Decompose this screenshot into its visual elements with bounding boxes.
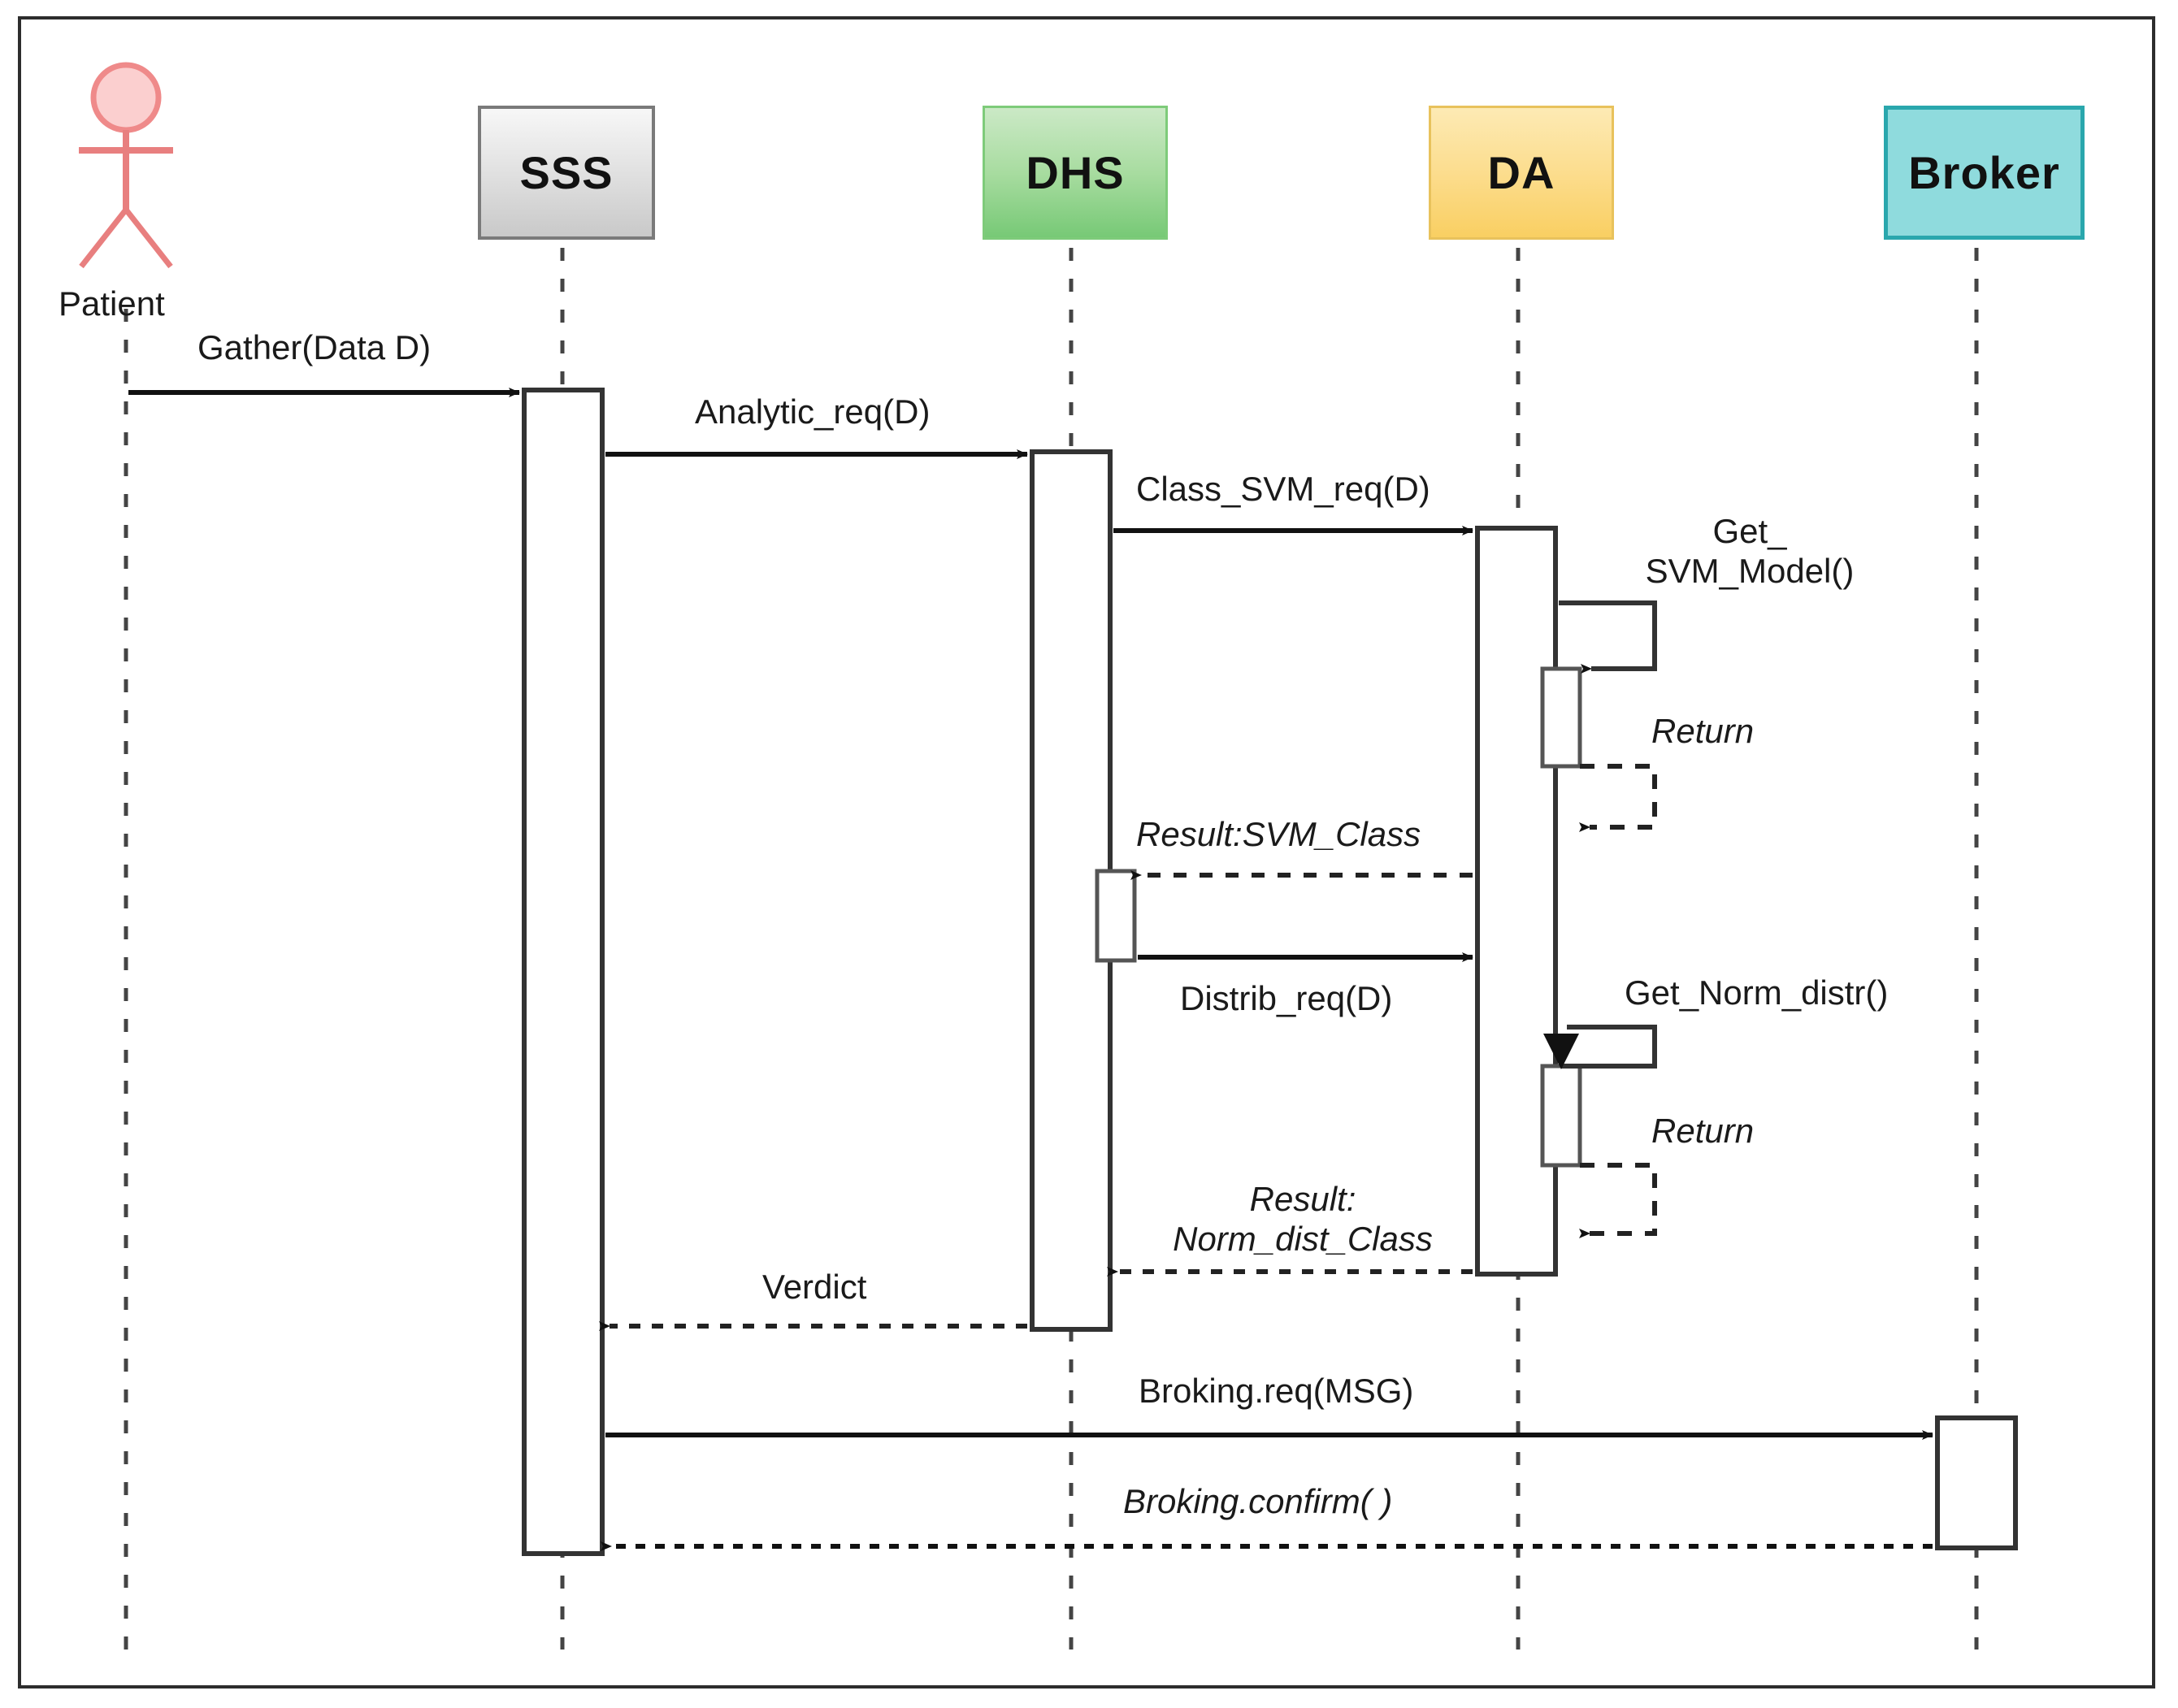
- lifeline-header-broker[interactable]: Broker: [1884, 106, 2085, 240]
- message-label-verdict: Verdict: [762, 1268, 867, 1306]
- message-label-gather-data: Gather(Data D): [197, 328, 432, 366]
- message-label-result-norm-dist-class: Result: Norm_dist_Class: [1136, 1180, 1469, 1259]
- message-label-result-norm-line2: Norm_dist_Class: [1173, 1219, 1433, 1258]
- lifeline-label-dhs: DHS: [1026, 147, 1125, 198]
- message-label-distrib-req: Distrib_req(D): [1180, 979, 1393, 1017]
- diagram-frame: [18, 16, 2155, 1688]
- message-label-return-norm: Return: [1651, 1112, 1755, 1150]
- message-label-get-svm-model-line2: SVM_Model(): [1645, 551, 1855, 590]
- lifeline-label-sss: SSS: [519, 147, 614, 198]
- message-label-result-svm-class: Result:SVM_Class: [1136, 815, 1421, 853]
- message-label-get-svm-model-line1: Get_: [1712, 512, 1787, 550]
- message-label-broking-req: Broking.req(MSG): [1139, 1372, 1414, 1410]
- actor-label-patient: Patient: [59, 284, 165, 323]
- lifeline-header-da[interactable]: DA: [1429, 106, 1614, 240]
- message-label-broking-confirm: Broking.confirm( ): [1123, 1482, 1393, 1520]
- message-label-class-svm-req: Class_SVM_req(D): [1136, 470, 1430, 508]
- lifeline-header-sss[interactable]: SSS: [478, 106, 655, 240]
- lifeline-header-dhs[interactable]: DHS: [983, 106, 1168, 240]
- message-label-get-norm-distr: Get_Norm_distr(): [1625, 973, 1889, 1012]
- message-label-result-norm-line1: Result:: [1249, 1180, 1356, 1218]
- message-label-return-svm: Return: [1651, 712, 1755, 750]
- lifeline-label-broker: Broker: [1908, 147, 2060, 198]
- message-label-get-svm-model: Get_ SVM_Model(): [1616, 512, 1884, 591]
- message-label-analytic-req: Analytic_req(D): [695, 392, 931, 431]
- lifeline-label-da: DA: [1487, 147, 1555, 198]
